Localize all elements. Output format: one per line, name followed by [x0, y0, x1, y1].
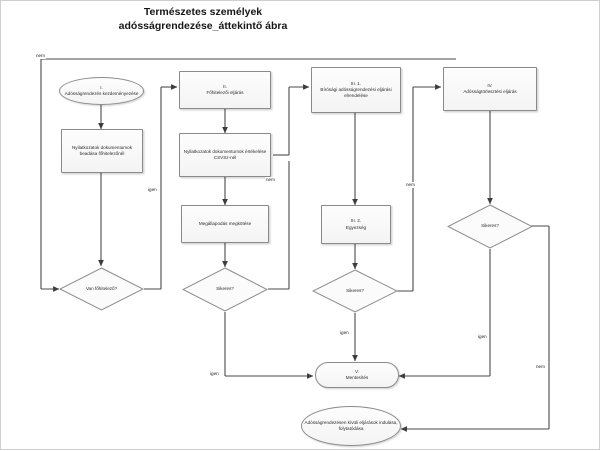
node-outside-procedures-label: Adósságrendezésen kívüli eljárások indul… — [304, 419, 398, 431]
node-agreement-success[interactable]: Sikeres? — [182, 267, 268, 312]
node-settlement-label: III. 2.Egyezség — [345, 218, 367, 230]
node-repayment-procedure-label: IV.Adósságtörlesztési eljárás — [463, 82, 517, 94]
node-settlement-success[interactable]: Sikeres? — [312, 269, 398, 313]
page-title-line-2: adósságrendezése_áttekintő ábra — [118, 20, 288, 32]
edge-label-settlement-yes: igen — [339, 330, 350, 336]
node-settlement-success-label: Sikeres? — [346, 287, 364, 293]
node-repayment-procedure[interactable]: IV.Adósságtörlesztési eljárás — [443, 67, 537, 111]
node-creditor-procedure[interactable]: II.Főhitelezői eljárás — [179, 71, 271, 109]
diamond-shape — [312, 269, 398, 313]
node-repayment-success-label: Sikeres? — [481, 223, 499, 229]
node-evaluation-csvsz[interactable]: Nyilatkozatok dokumentumok értékelése CS… — [179, 133, 271, 177]
node-evaluation-csvsz-label: Nyilatkozatok dokumentumok értékelése CS… — [183, 148, 267, 160]
edge-label-agreement-yes: igen — [209, 371, 220, 377]
page-title-line-1: Természetes személyek — [143, 6, 263, 18]
node-creditor-procedure-label: II.Főhitelezői eljárás — [206, 83, 244, 95]
edge-label-repayment-no: nem — [535, 364, 546, 370]
node-start-initiation-label: I.Adósságrendezés kezdeményezése — [64, 84, 139, 96]
node-exemption-label: V.Mentesítés — [345, 368, 369, 380]
node-agreement-label: Megállapodás megkötése — [198, 220, 252, 226]
node-declarations-main-creditor-label: Nyilatkozatok dokumentumok beadása főhit… — [71, 144, 132, 156]
node-agreement[interactable]: Megállapodás megkötése — [181, 205, 269, 243]
node-repayment-success[interactable]: Sikeres? — [447, 204, 533, 249]
diamond-shape — [182, 267, 268, 312]
diamond-shape — [59, 267, 144, 311]
node-court-order[interactable]: III. 1.Bírósági adósságrendezési eljárás… — [311, 67, 401, 113]
node-declarations-main-creditor[interactable]: Nyilatkozatok dokumentumok beadása főhit… — [61, 129, 143, 173]
node-court-order-label: III. 1.Bírósági adósságrendezési eljárás… — [320, 80, 392, 99]
node-agreement-success-label: Sikeres? — [216, 286, 234, 292]
node-has-main-creditor-label: Van főhitelező? — [85, 285, 118, 291]
node-exemption[interactable]: V.Mentesítés — [315, 362, 399, 388]
edge-label-top-no: nem — [35, 53, 46, 59]
edge-label-evaluation-no: nem — [265, 177, 276, 183]
edge-label-court-no: nem — [405, 182, 416, 188]
node-start-initiation[interactable]: I.Adósságrendezés kezdeményezése — [59, 77, 144, 105]
edge-label-repayment-yes: igen — [477, 334, 488, 340]
node-settlement[interactable]: III. 2.Egyezség — [321, 205, 391, 244]
page-title: Természetes személyek adósságrendezése_á… — [63, 5, 343, 33]
node-has-main-creditor[interactable]: Van főhitelező? — [59, 267, 144, 311]
node-outside-procedures[interactable]: Adósságrendezésen kívüli eljárások indul… — [301, 406, 401, 446]
edge-label-has-creditor-yes: igen — [147, 187, 158, 193]
diamond-shape — [447, 204, 533, 249]
